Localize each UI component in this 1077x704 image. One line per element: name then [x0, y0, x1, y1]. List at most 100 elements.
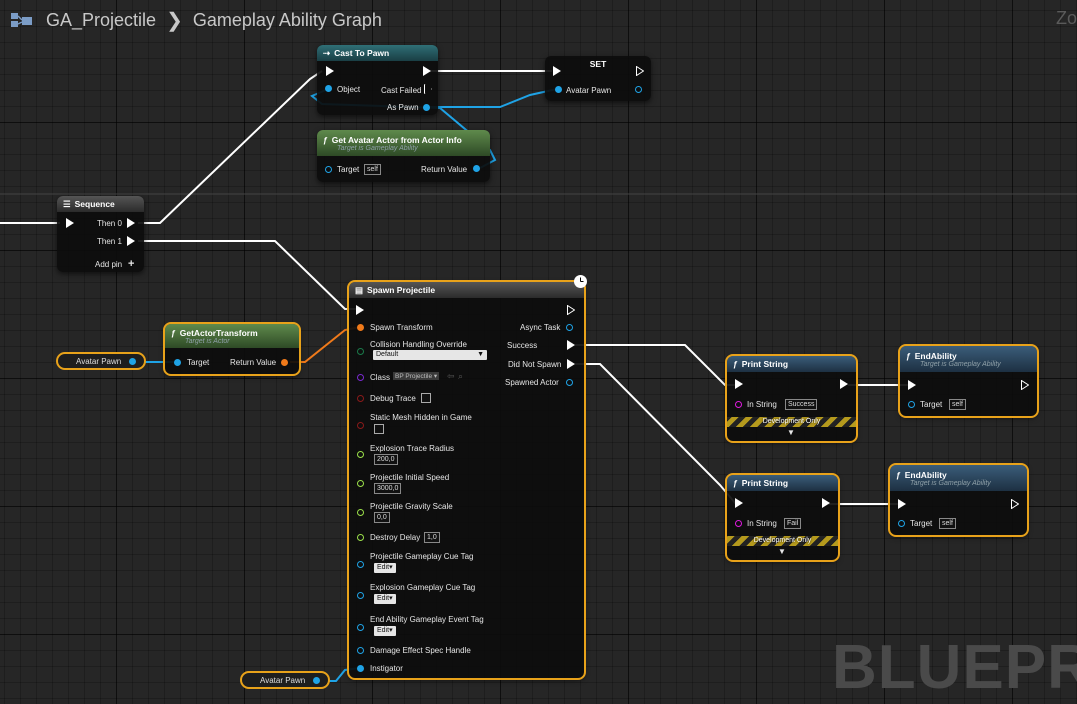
async-task-pin[interactable] [566, 324, 573, 331]
initial-speed-field[interactable]: 3000,0 [374, 483, 402, 494]
spawn-transform-pin[interactable] [357, 324, 364, 331]
exec-in-pin[interactable] [553, 66, 561, 76]
node-title: SET [589, 59, 607, 69]
exec-out-pin[interactable] [636, 65, 645, 77]
in-string-field[interactable]: Fail [784, 518, 802, 529]
return-value-pin[interactable] [473, 165, 480, 172]
breadcrumb-graph[interactable]: Gameplay Ability Graph [192, 9, 382, 30]
var-avatar-pawn[interactable]: Avatar Pawn [56, 352, 146, 370]
cast-icon: ⇢ [323, 47, 331, 58]
cue-tag-pin[interactable] [357, 561, 364, 568]
return-transform-pin[interactable] [281, 359, 288, 366]
exec-in-pin[interactable] [66, 218, 74, 228]
exec-in-pin[interactable] [735, 498, 743, 508]
avatar-pawn-out-pin[interactable] [635, 86, 642, 93]
object-pin[interactable] [325, 85, 332, 92]
var-out-pin[interactable] [313, 676, 320, 684]
node-header[interactable]: SET [545, 56, 651, 72]
then0-pin[interactable] [127, 218, 135, 228]
end-event-tag-edit-button[interactable]: Edit▾ [374, 626, 396, 636]
exec-out-pin[interactable] [423, 66, 431, 76]
target-self-field[interactable]: self [939, 518, 956, 529]
exec-in-pin[interactable] [356, 305, 364, 315]
target-pin[interactable] [174, 359, 181, 366]
target-pin[interactable] [325, 166, 332, 173]
exec-out-pin[interactable] [1021, 379, 1030, 391]
gravity-scale-pin[interactable] [357, 509, 364, 516]
static-mesh-checkbox[interactable] [374, 424, 384, 434]
node-header[interactable]: ⇢Cast To Pawn [317, 45, 438, 61]
explosion-radius-pin[interactable] [357, 451, 364, 458]
debug-trace-pin[interactable] [357, 395, 364, 402]
add-pin-label[interactable]: Add pin [95, 260, 123, 269]
node-set-avatar-pawn[interactable]: SET Avatar Pawn [545, 56, 651, 101]
debug-trace-checkbox[interactable] [421, 393, 431, 403]
exec-out-pin[interactable] [567, 304, 576, 316]
cue-tag-edit-button[interactable]: Edit▾ [374, 563, 396, 573]
node-sequence[interactable]: ☰Sequence Then 0 Then 1 Add pin + [57, 196, 144, 272]
damage-handle-pin[interactable] [357, 647, 364, 654]
target-self-field[interactable]: self [364, 164, 381, 175]
target-pin[interactable] [908, 401, 915, 408]
explosion-radius-field[interactable]: 200,0 [374, 454, 398, 465]
destroy-delay-field[interactable]: 1,0 [424, 532, 440, 543]
exec-in-pin[interactable] [735, 379, 743, 389]
spawned-actor-pin[interactable] [566, 379, 573, 386]
class-picker[interactable]: BP Projectile ▾ [393, 372, 440, 380]
exec-out-pin[interactable] [1011, 498, 1020, 510]
target-self-field[interactable]: self [949, 399, 966, 410]
var-out-pin[interactable] [129, 357, 136, 365]
static-mesh-pin[interactable] [357, 422, 364, 429]
end-event-tag-pin[interactable] [357, 624, 364, 631]
exec-out-pin[interactable] [840, 379, 848, 389]
instigator-pin[interactable] [357, 665, 364, 672]
expand-arrow-icon[interactable]: ▼ [787, 428, 795, 437]
node-cast-to-pawn[interactable]: ⇢Cast To Pawn Object Cast Failed As Pawn [317, 45, 438, 115]
collision-pin[interactable] [357, 348, 364, 355]
in-string-field[interactable]: Success [785, 399, 818, 410]
success-exec-pin[interactable] [567, 340, 575, 350]
browse-arrow-icon[interactable]: ⇦ [447, 371, 455, 381]
class-pin[interactable] [357, 374, 364, 381]
node-header[interactable]: ☰Sequence [57, 196, 144, 212]
exec-in-pin[interactable] [898, 499, 906, 509]
in-string-pin[interactable] [735, 401, 742, 408]
did-not-spawn-exec-pin[interactable] [567, 359, 575, 369]
target-pin[interactable] [898, 520, 905, 527]
breadcrumb-asset[interactable]: GA_Projectile [46, 9, 157, 30]
var-avatar-pawn[interactable]: Avatar Pawn [240, 671, 330, 689]
node-spawn-projectile[interactable]: ▤Spawn Projectile Spawn Transform Async … [347, 275, 587, 680]
gravity-scale-field[interactable]: 0,0 [374, 512, 390, 523]
exec-out-pin[interactable] [822, 498, 830, 508]
destroy-delay-pin[interactable] [357, 534, 364, 541]
in-string-pin[interactable] [735, 520, 742, 527]
node-header[interactable]: ▤Spawn Projectile [349, 282, 584, 298]
explosion-cue-tag-pin[interactable] [357, 592, 364, 599]
add-pin-plus-icon[interactable]: + [128, 258, 135, 270]
expand-arrow-icon[interactable]: ▼ [778, 547, 786, 556]
search-icon[interactable]: ⌕ [458, 371, 464, 381]
cast-failed-exec-pin[interactable] [424, 84, 432, 94]
collision-dropdown[interactable]: Default▼ [373, 350, 487, 360]
initial-speed-pin[interactable] [357, 480, 364, 487]
function-icon: ƒ [171, 327, 176, 338]
avatar-pawn-in-pin[interactable] [555, 86, 562, 93]
then1-pin[interactable] [127, 236, 135, 246]
explosion-cue-tag-edit-button[interactable]: Edit▾ [374, 594, 396, 604]
exec-in-pin[interactable] [908, 380, 916, 390]
exec-in-pin[interactable] [326, 66, 334, 76]
as-pawn-pin[interactable] [423, 104, 430, 111]
